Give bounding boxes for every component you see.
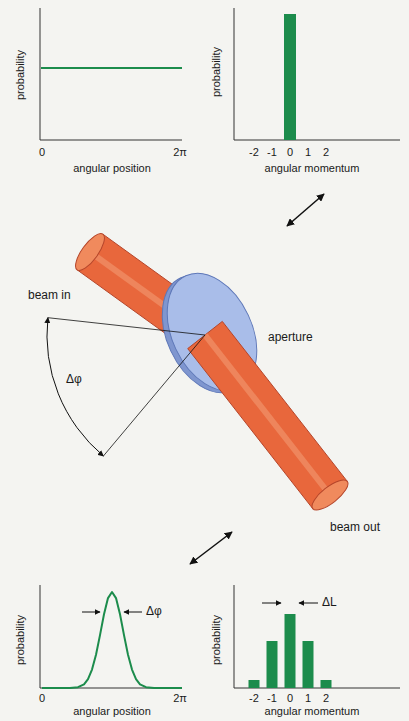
plot-single-bar xyxy=(234,8,400,140)
axis-title: angular momentum xyxy=(265,162,360,174)
axes xyxy=(40,585,182,688)
tick-label: 1 xyxy=(305,692,311,704)
bar xyxy=(285,614,296,688)
width-label: ΔL xyxy=(322,596,337,609)
width-arrow xyxy=(82,612,100,613)
tick-label: -1 xyxy=(267,146,277,158)
width-label: Δφ xyxy=(146,605,162,618)
tick-label: 1 xyxy=(305,146,311,158)
distribution-line xyxy=(41,67,182,69)
tick-label: -2 xyxy=(249,692,259,704)
bar xyxy=(267,641,278,688)
bar xyxy=(303,641,314,688)
tick-label: 2π xyxy=(173,692,187,704)
axis-title: angular momentum xyxy=(265,705,360,717)
tick-label: 0 xyxy=(287,692,293,704)
axis-title: probability xyxy=(14,50,26,100)
plot-peak xyxy=(40,585,182,688)
tick-label: 0 xyxy=(39,146,45,158)
axes xyxy=(234,585,400,688)
tick-label: 0 xyxy=(39,692,45,704)
bar xyxy=(284,14,296,140)
distribution-curve xyxy=(42,592,182,688)
tick-label: -1 xyxy=(267,692,277,704)
double-arrow xyxy=(190,532,232,564)
axes xyxy=(40,8,182,140)
tick-label: 2 xyxy=(323,692,329,704)
axis-title: probability xyxy=(14,615,26,665)
beam-out xyxy=(188,321,353,514)
axes xyxy=(234,8,400,140)
axis-title: angular position xyxy=(73,162,151,174)
bar xyxy=(321,680,332,688)
bar xyxy=(249,680,260,688)
tick-label: 0 xyxy=(287,146,293,158)
width-arrow xyxy=(299,603,318,604)
axis-title: probability xyxy=(210,615,222,665)
tick-label: 2 xyxy=(323,146,329,158)
part-label: aperture xyxy=(268,331,313,344)
angle-label: Δφ xyxy=(66,373,82,386)
double-arrow xyxy=(287,194,324,226)
part-label: beam out xyxy=(330,521,380,534)
angle-marker xyxy=(47,318,205,456)
axis-title: angular position xyxy=(73,705,151,717)
axis-title: probability xyxy=(210,47,222,97)
tick-label: 2π xyxy=(173,146,187,158)
plot-uniform xyxy=(40,8,182,140)
tick-label: -2 xyxy=(249,146,259,158)
plot-bars xyxy=(234,585,400,688)
width-arrow xyxy=(262,603,281,604)
width-arrow xyxy=(124,612,142,613)
part-label: beam in xyxy=(28,289,71,302)
